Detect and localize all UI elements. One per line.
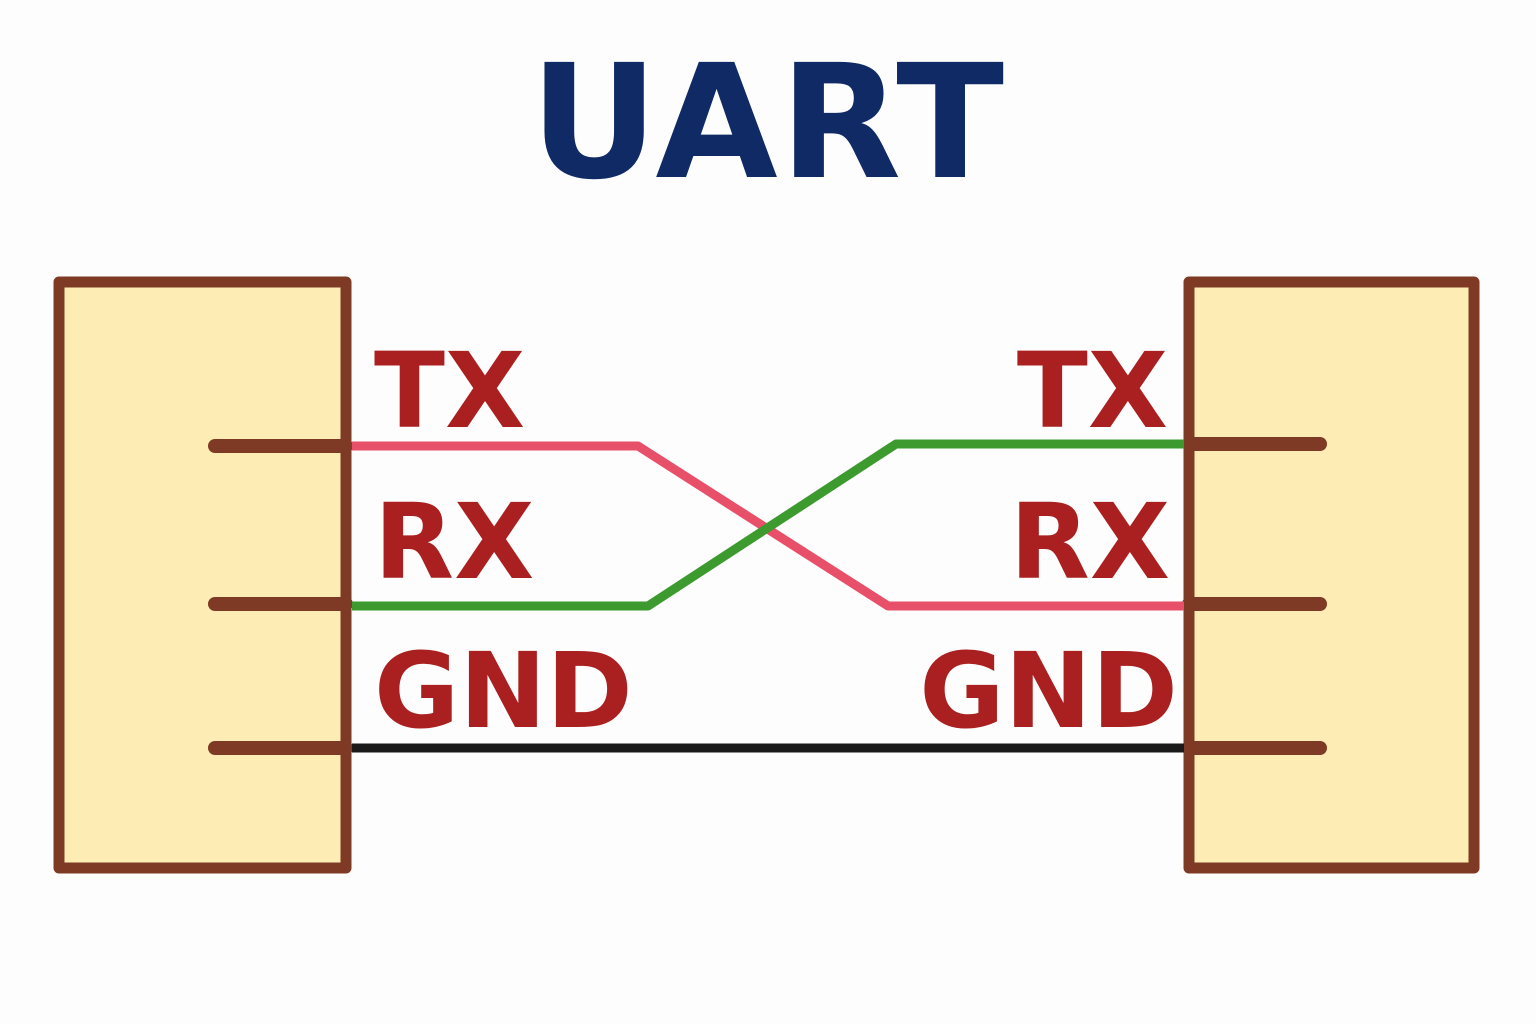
left-label-gnd: GND	[374, 630, 633, 752]
left-device-box	[53, 276, 352, 874]
right-label-tx: TX	[1017, 330, 1168, 452]
left-label-rx: RX	[374, 481, 534, 603]
left-label-tx: TX	[374, 330, 525, 452]
right-label-gnd: GND	[919, 630, 1178, 752]
diagram-title: UART	[529, 31, 1007, 215]
wire-left-rx-to-right-tx	[352, 439, 1184, 611]
right-device-box	[1183, 276, 1480, 874]
right-label-rx: RX	[1010, 481, 1170, 603]
